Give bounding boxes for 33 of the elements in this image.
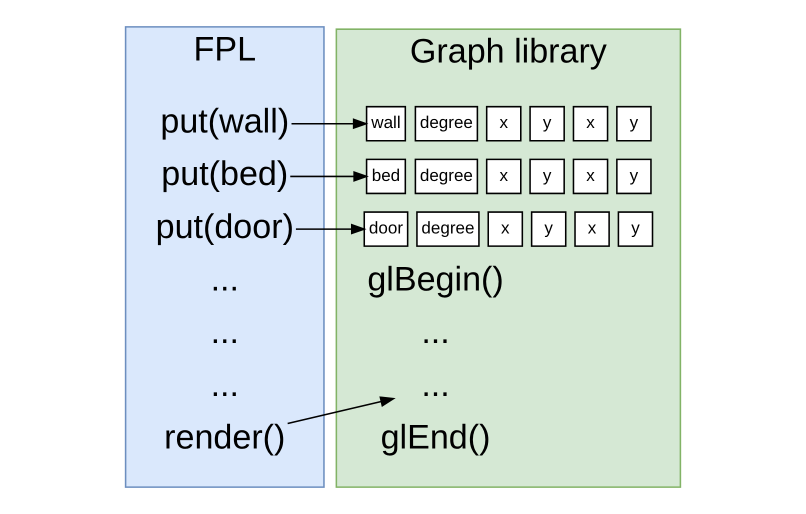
node-text: render(): [164, 418, 286, 457]
node-text: put(bed): [161, 155, 288, 194]
label: glBegin(): [367, 260, 504, 298]
node-box: x: [574, 211, 610, 247]
node-box: y: [616, 158, 652, 194]
node-box: degree: [416, 211, 480, 247]
node-box: x: [486, 106, 522, 142]
node-box: x: [486, 158, 522, 194]
label: ...: [421, 313, 450, 352]
node-box: degree: [414, 106, 478, 142]
label: ...: [210, 313, 239, 352]
node-box: bed: [366, 158, 406, 194]
node-text: ...: [421, 366, 450, 404]
arrow: [296, 224, 366, 235]
node-box: x: [487, 211, 524, 247]
node-box: door: [363, 211, 408, 247]
node-box: y: [529, 106, 565, 142]
node-box: y: [529, 158, 565, 194]
node-box: y: [530, 211, 566, 247]
arrow: [287, 396, 396, 424]
node-box: x: [572, 106, 608, 142]
label: ...: [210, 260, 239, 298]
node-box: y: [616, 106, 652, 142]
arrow: [290, 170, 369, 182]
arrow: [292, 118, 368, 130]
node-box: wall: [366, 106, 406, 142]
node-box: x: [572, 158, 608, 194]
label: glEnd(): [380, 418, 490, 457]
node-box: degree: [414, 158, 478, 194]
label: ...: [210, 366, 239, 404]
node-text: put(door): [156, 208, 294, 246]
node-text: put(wall): [160, 102, 290, 140]
node-box: y: [618, 211, 654, 247]
